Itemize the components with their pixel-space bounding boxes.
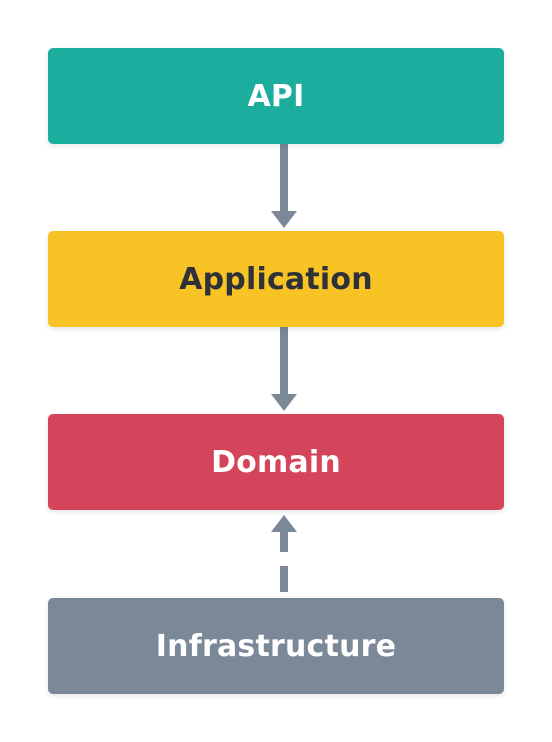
layer-domain: Domain [48, 414, 504, 510]
layer-infrastructure: Infrastructure [48, 598, 504, 694]
layer-application-label: Application [179, 261, 373, 297]
layer-infrastructure-label: Infrastructure [155, 628, 397, 664]
arrow-infrastructure-to-domain [271, 515, 297, 592]
arrow-application-to-domain-head [271, 394, 297, 411]
layer-domain-label: Domain [211, 444, 341, 480]
layer-api-label: API [247, 78, 305, 114]
layer-application: Application [48, 231, 504, 327]
arrow-infrastructure-to-domain-head [271, 515, 297, 532]
arrow-application-to-domain [271, 327, 297, 411]
layer-api: API [48, 48, 504, 144]
arrow-api-to-application [271, 144, 297, 228]
arrow-api-to-application-head [271, 211, 297, 228]
